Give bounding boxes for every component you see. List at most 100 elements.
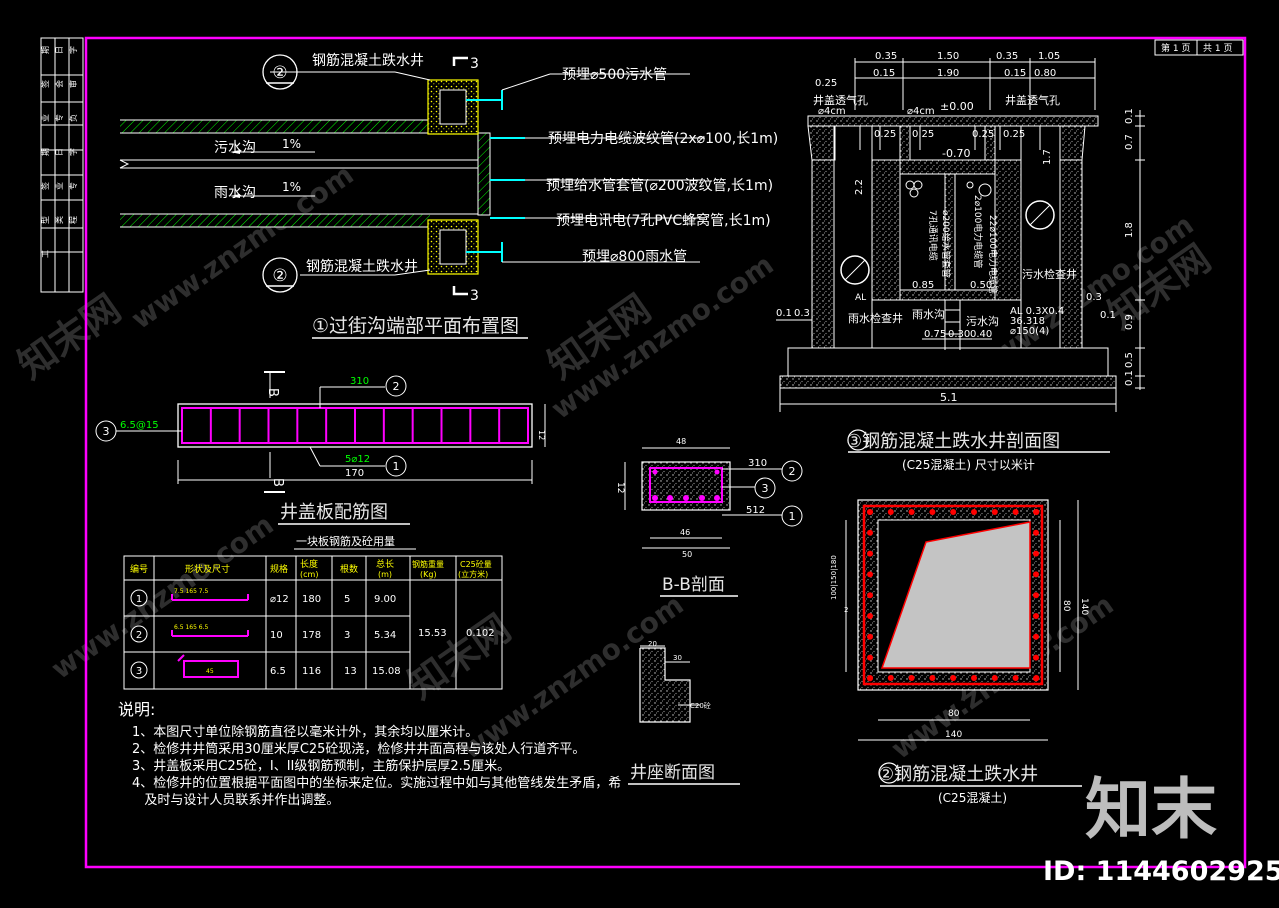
side-strip-label: 签	[40, 182, 50, 190]
section-subtitle: (C25混凝土) 尺寸以米计	[902, 457, 1035, 472]
rebar-dot	[1012, 509, 1019, 515]
sewage-inspect-well: 污水检查井	[1022, 267, 1077, 281]
note-4: 4、检修井的位置根据平面图中的坐标来定位。实施过程中如与其他管线发生矛盾，希	[132, 775, 621, 791]
section-title: ③钢筋混凝土跌水井剖面图	[846, 431, 1060, 452]
vert-label-power-a: 2⌀100电力电缆管	[972, 195, 984, 268]
callout-sewage-pipe: 预埋⌀500污水管	[562, 67, 667, 83]
ditch-bottom-wall	[120, 214, 430, 227]
row2-total: 5.34	[374, 630, 396, 641]
th-length: 长度	[300, 558, 318, 570]
left-dim-2: 0.3	[794, 308, 810, 319]
cover-tag-2: 2	[393, 380, 400, 393]
note-1: 1、本图尺寸单位除钢筋直径以毫米计外，其余均以厘米计。	[132, 724, 478, 740]
th-concrete-unit: (立方米)	[458, 569, 488, 579]
callout-water-sleeve: 预埋给水管套管(⌀200波纹管,长1m)	[546, 178, 773, 194]
rebar-dot	[950, 675, 957, 681]
watermark-brand-1: 知末网	[10, 286, 129, 387]
bb-bottom-dim1: 46	[680, 528, 690, 537]
top-dim-6: 1.90	[937, 68, 959, 79]
side-strip-labels: 期日字签会审业专负期日字签业专型类程工	[40, 46, 78, 258]
right-dim-7: 0.1	[1124, 370, 1135, 386]
top-dim-8: 0.80	[1034, 68, 1056, 79]
plan-tag-bottom: ②	[272, 266, 287, 286]
bottom-dim-5: 0.40	[970, 329, 992, 340]
rebar-dot	[867, 571, 873, 578]
vent-hole-left: 井盖透气孔	[813, 93, 868, 107]
top-dim-5: 0.15	[873, 68, 895, 79]
rebar-dot	[971, 675, 977, 681]
rain-ditch-section: 雨水沟	[912, 308, 945, 321]
rebar3-spec: 6.5@15	[120, 420, 159, 431]
base-dim-mid: 30	[673, 654, 682, 662]
ditch-top-wall	[120, 120, 430, 133]
row1-length: 180	[302, 594, 321, 605]
th-total-unit: (m)	[378, 570, 392, 579]
page-box: 第 1 页 共 1 页	[1154, 39, 1244, 56]
rebar-dot	[1012, 675, 1019, 681]
sewage-ditch-section: 污水沟	[966, 315, 999, 328]
top-dim-7: 0.15	[1004, 68, 1026, 79]
side-strip-label: 专	[68, 182, 78, 190]
side-strip-label: 会	[54, 80, 64, 88]
notes: 说明: 1、本图尺寸单位除钢筋直径以毫米计外，其余均以厘米计。 2、检修井井筒采…	[118, 700, 621, 808]
th-weight-unit: (Kg)	[420, 570, 437, 579]
rebar-dot	[1033, 509, 1040, 515]
rebar-dot	[887, 509, 894, 515]
inner-dim-4: 0.25	[1003, 129, 1025, 140]
bb-rebar1: 512	[746, 505, 765, 516]
rebar-dot	[867, 613, 873, 619]
rebar-dot	[867, 550, 873, 557]
right-small-dim: 0.1	[1100, 310, 1116, 321]
vert-label-power-b: 22⌀100电力电缆管	[987, 215, 999, 294]
th-length-unit: (cm)	[300, 570, 318, 579]
rebar-dot	[867, 633, 873, 640]
side-strip-label: 负	[68, 114, 78, 122]
note-5: 及时与设计人员联系并作出调整。	[132, 793, 339, 808]
row2-shape: 6.5 165 6.5	[174, 624, 209, 631]
side-strip-label: 日	[55, 148, 64, 156]
cover-rebar-plan: B B 310 2 5⌀12 1 3 6.5@15 170 12 井盖板配筋图	[95, 371, 546, 525]
cover-title: 井盖板配筋图	[280, 502, 388, 523]
rain-inspect-well: 雨水检查井	[848, 311, 903, 325]
rebar-dot	[908, 675, 915, 681]
bb-top-dim: 48	[676, 437, 686, 446]
rebar-dot	[950, 509, 957, 515]
watermark-brand-4: 知末网	[400, 606, 519, 707]
image-id: ID: 1144602925	[1043, 856, 1279, 887]
th-count: 根数	[340, 563, 358, 575]
row3-spec: 6.5	[270, 666, 286, 677]
bb-rebar2: 310	[748, 458, 767, 469]
cover-tag-3: 3	[103, 425, 110, 438]
top-dim-3: 0.35	[996, 51, 1018, 62]
rebar-dot	[867, 529, 873, 536]
row1-count: 5	[344, 594, 350, 605]
note-3: 3、井盖板采用C25砼，I、II级钢筋预制，主筋保护层厚2.5厘米。	[132, 758, 510, 774]
al-left: AL	[855, 293, 866, 303]
rebar2-length: 310	[350, 376, 369, 387]
side-title-strip	[40, 37, 84, 293]
slope-sewage: 1%	[282, 137, 301, 151]
side-strip-label: 型	[41, 216, 50, 224]
notes-title: 说明:	[118, 700, 155, 719]
inner-dim-2: 0.25	[912, 129, 934, 140]
rebar-table: 一块板钢筋及砼用量 编号 形状及尺寸 规格 长度 (cm) 根数 总长 (m) …	[123, 534, 503, 690]
base-concrete: C20砼	[690, 701, 711, 710]
plan-view: 3 3 ② ② 钢筋混凝土跌水井 钢筋混凝土跌水井 污水沟 雨水沟 1% 1% …	[119, 52, 778, 339]
well-right-outer: 140	[1079, 598, 1089, 615]
left-height-dim: 2.2	[854, 179, 865, 195]
watermark-site-4: www.znzmo.com	[45, 508, 279, 686]
al-right: AL 0.3X0.4	[1010, 306, 1064, 317]
th-concrete: C25砼量	[460, 559, 492, 569]
side-strip-label: 类	[54, 216, 64, 224]
left-dim-1: 0.1	[776, 308, 792, 319]
th-shape: 形状及尺寸	[185, 563, 230, 575]
rebar-dot	[1033, 571, 1039, 578]
base-dim-top: 20	[648, 640, 657, 648]
rebar-dot	[908, 509, 915, 515]
bb-left-dim: 12	[615, 482, 625, 493]
rebar-dot	[1033, 654, 1039, 661]
right-dim-3: 1.8	[1124, 222, 1135, 238]
al-drain: ⌀150(4)	[1010, 326, 1049, 337]
top-dim-4: 1.05	[1038, 51, 1060, 62]
